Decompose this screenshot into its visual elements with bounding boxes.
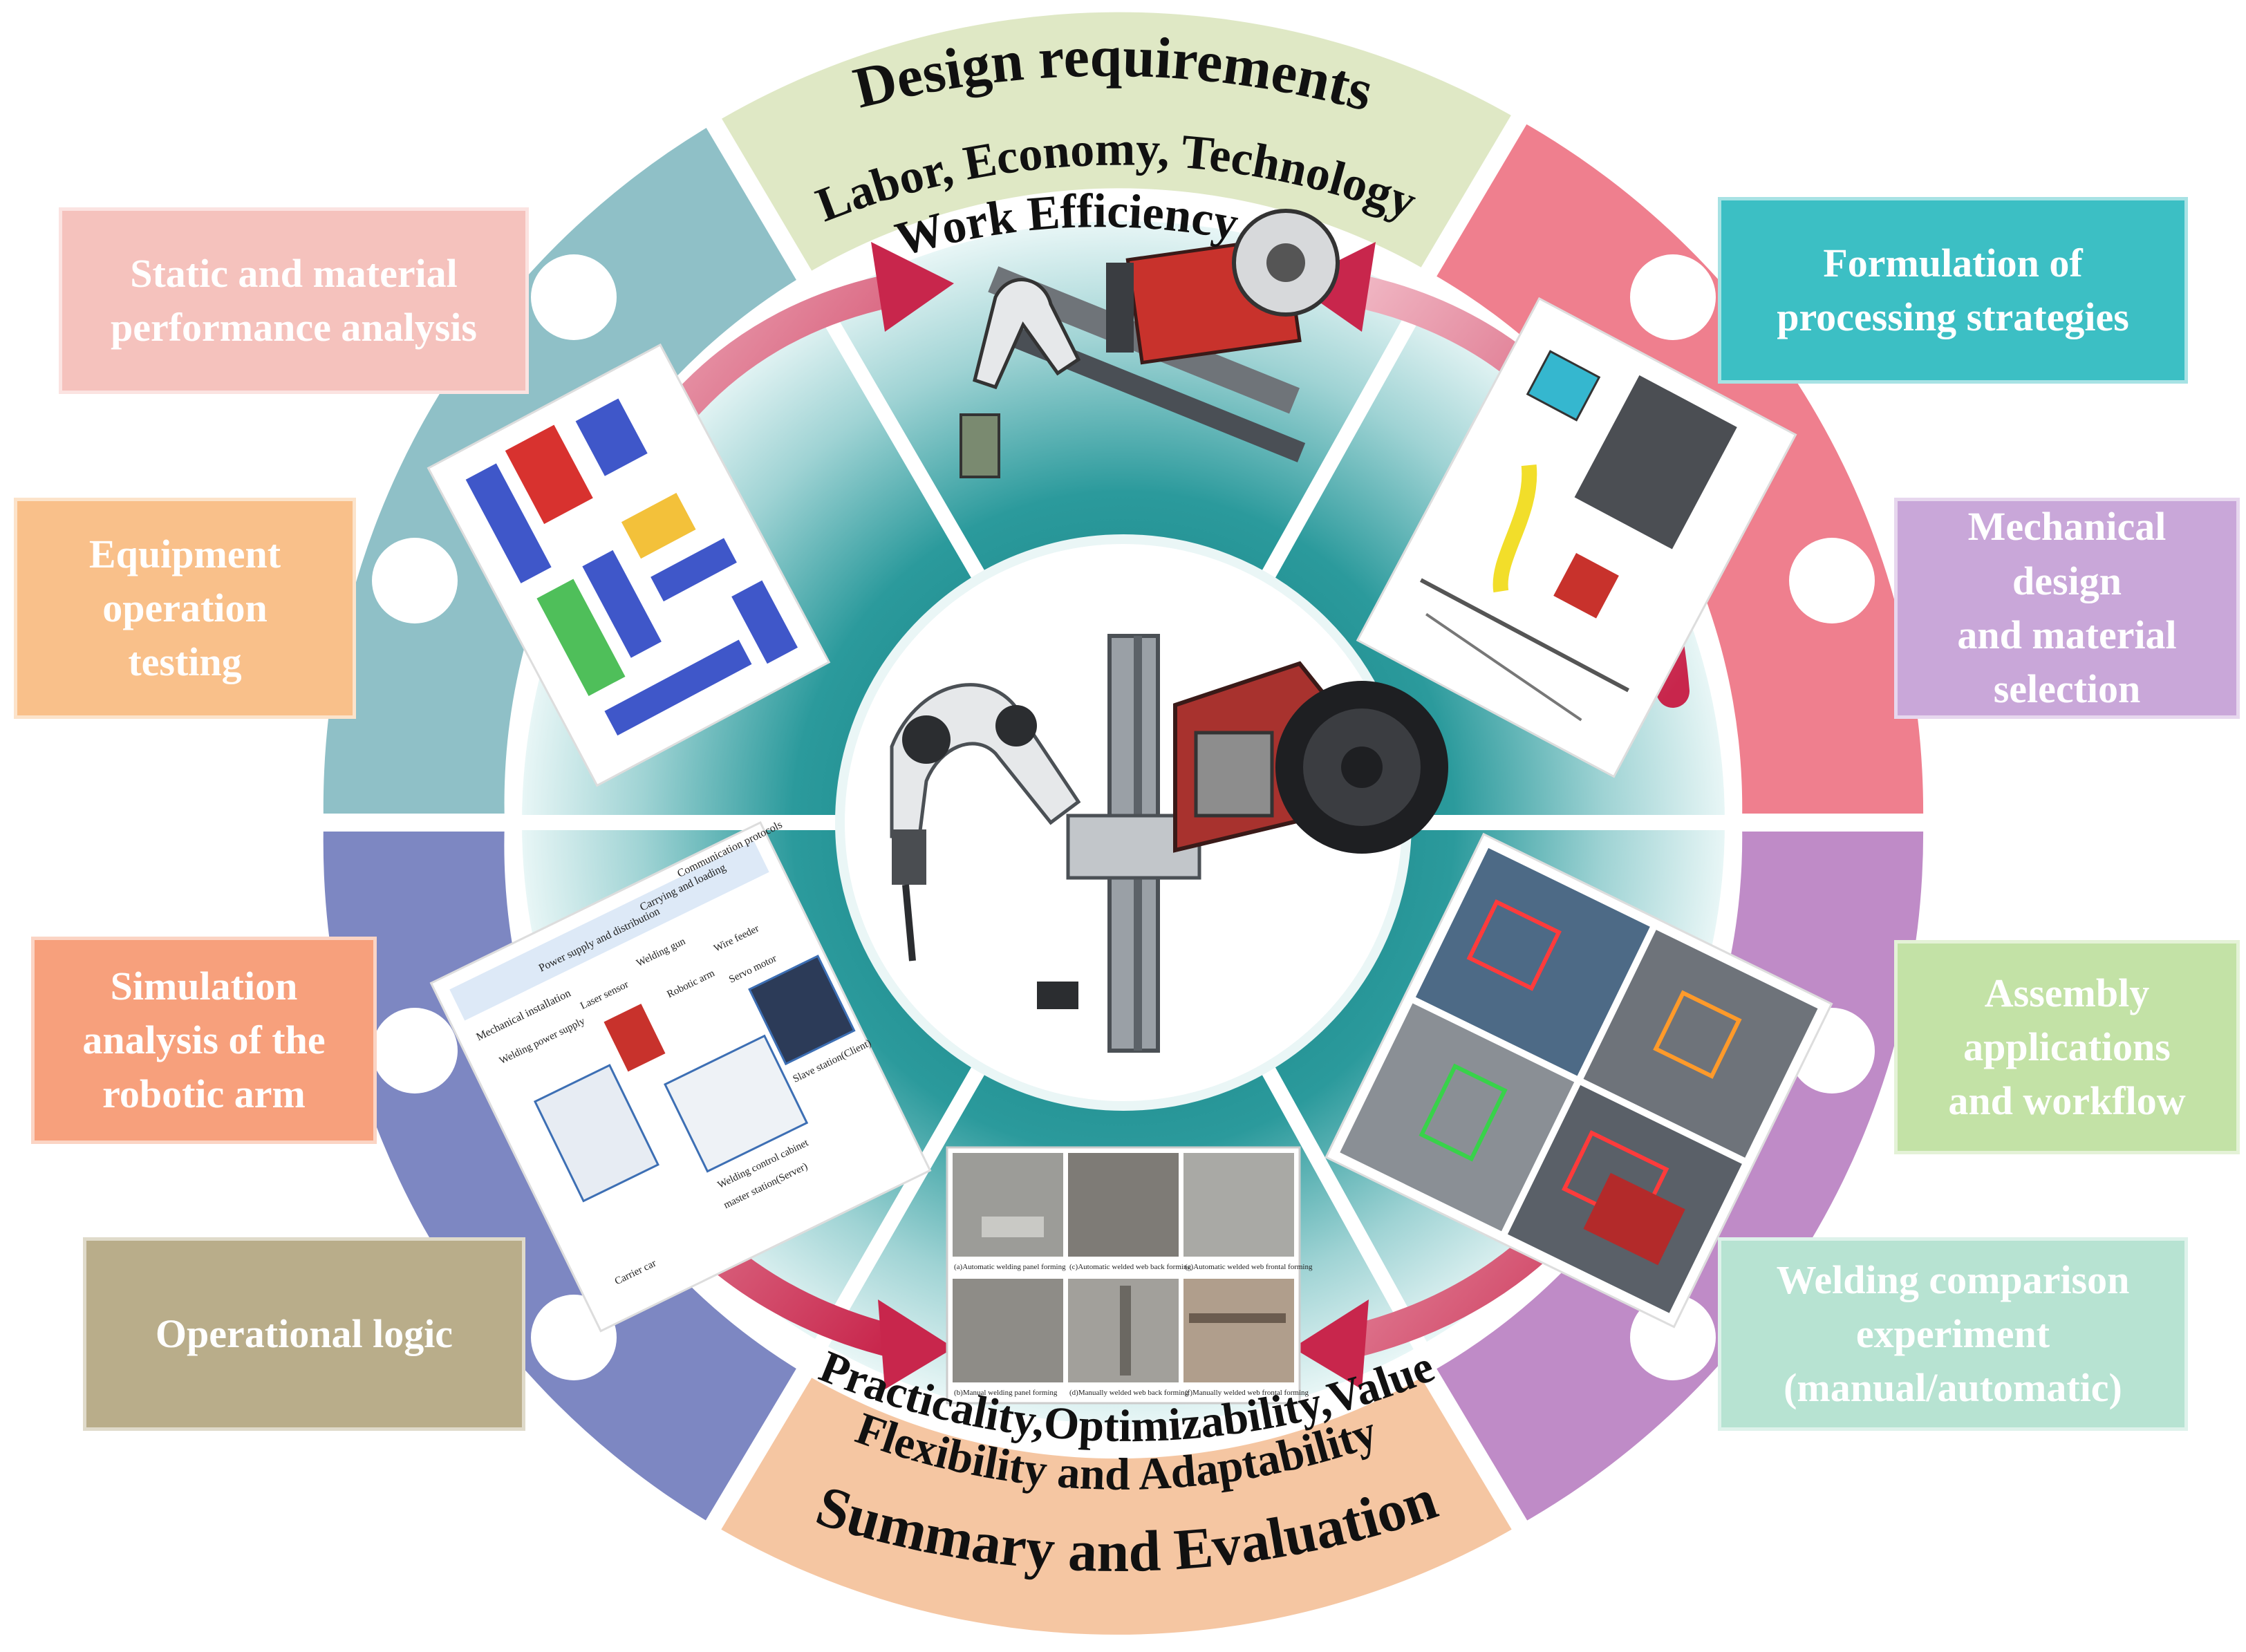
- marker-top-right-2: [1789, 538, 1875, 623]
- box-operational-logic: Operational logic: [83, 1237, 525, 1431]
- arrowhead-top-left: [871, 242, 954, 332]
- box-equipment-operation-testing-label: Equipment operation testing: [88, 531, 281, 685]
- box-static-material-analysis: Static and material performance analysis: [59, 207, 529, 394]
- box-assembly-workflow-label: Assembly applications and workflow: [1948, 970, 2186, 1124]
- arrowhead-top-right: [1293, 242, 1376, 332]
- box-simulation-analysis: Simulation analysis of the robotic arm: [31, 937, 377, 1144]
- top-robot-image: [960, 209, 1340, 478]
- box-processing-strategies-label: Formulation of processing strategies: [1777, 240, 2129, 339]
- box-operational-logic-label: Operational logic: [155, 1311, 453, 1356]
- ring-top: [712, 12, 1521, 277]
- box-mechanical-design-label: Mechanical design and material selection: [1957, 504, 2177, 712]
- weld-comparison-figure: (a)Automatic welding panel forming (c)Au…: [946, 1146, 1313, 1405]
- control-diagram-figure: Mechanical installation Power supply and…: [429, 819, 932, 1333]
- weld-caption-c: (c)Automatic welded web back forming: [1069, 1263, 1191, 1271]
- arrow-heads: [871, 242, 1376, 1389]
- weld-caption-d: (d)Manually welded web back forming: [1069, 1389, 1189, 1397]
- weld-caption-f: (f)Manually welded web frontal forming: [1185, 1389, 1309, 1397]
- ring-dividers: [315, 106, 1932, 1538]
- mechanical-design-figure: [1356, 297, 1797, 778]
- box-equipment-operation-testing: Equipment operation testing: [14, 498, 356, 719]
- weld-caption-b: (b)Manual welding panel forming: [954, 1389, 1058, 1397]
- marker-top-right-1: [1630, 254, 1716, 340]
- static-analysis-figure: [427, 343, 831, 787]
- box-processing-strategies: Formulation of processing strategies: [1718, 197, 2188, 384]
- box-simulation-analysis-label: Simulation analysis of the robotic arm: [82, 963, 326, 1117]
- weld-caption-a: (a)Automatic welding panel forming: [954, 1263, 1066, 1271]
- assembly-photos-figure: [1325, 832, 1833, 1329]
- arrowhead-bottom-right: [1293, 1299, 1369, 1389]
- arrowhead-bottom-left: [878, 1299, 954, 1389]
- ring-markers: [372, 254, 1875, 1380]
- box-static-material-analysis-label: Static and material performance analysis: [111, 250, 477, 350]
- center-robot-image: [890, 634, 1448, 1053]
- box-assembly-workflow: Assembly applications and workflow: [1894, 940, 2240, 1154]
- ring-bottom: [712, 1372, 1521, 1635]
- marker-top-left-2: [372, 538, 458, 623]
- marker-bottom-left-1: [372, 1008, 458, 1093]
- weld-caption-e: (e)Automatic welded web frontal forming: [1185, 1263, 1313, 1271]
- box-welding-comparison: Welding comparison experiment (manual/au…: [1718, 1237, 2188, 1431]
- box-mechanical-design: Mechanical design and material selection: [1894, 498, 2240, 719]
- box-welding-comparison-label: Welding comparison experiment (manual/au…: [1776, 1257, 2130, 1411]
- marker-top-left-1: [531, 254, 617, 340]
